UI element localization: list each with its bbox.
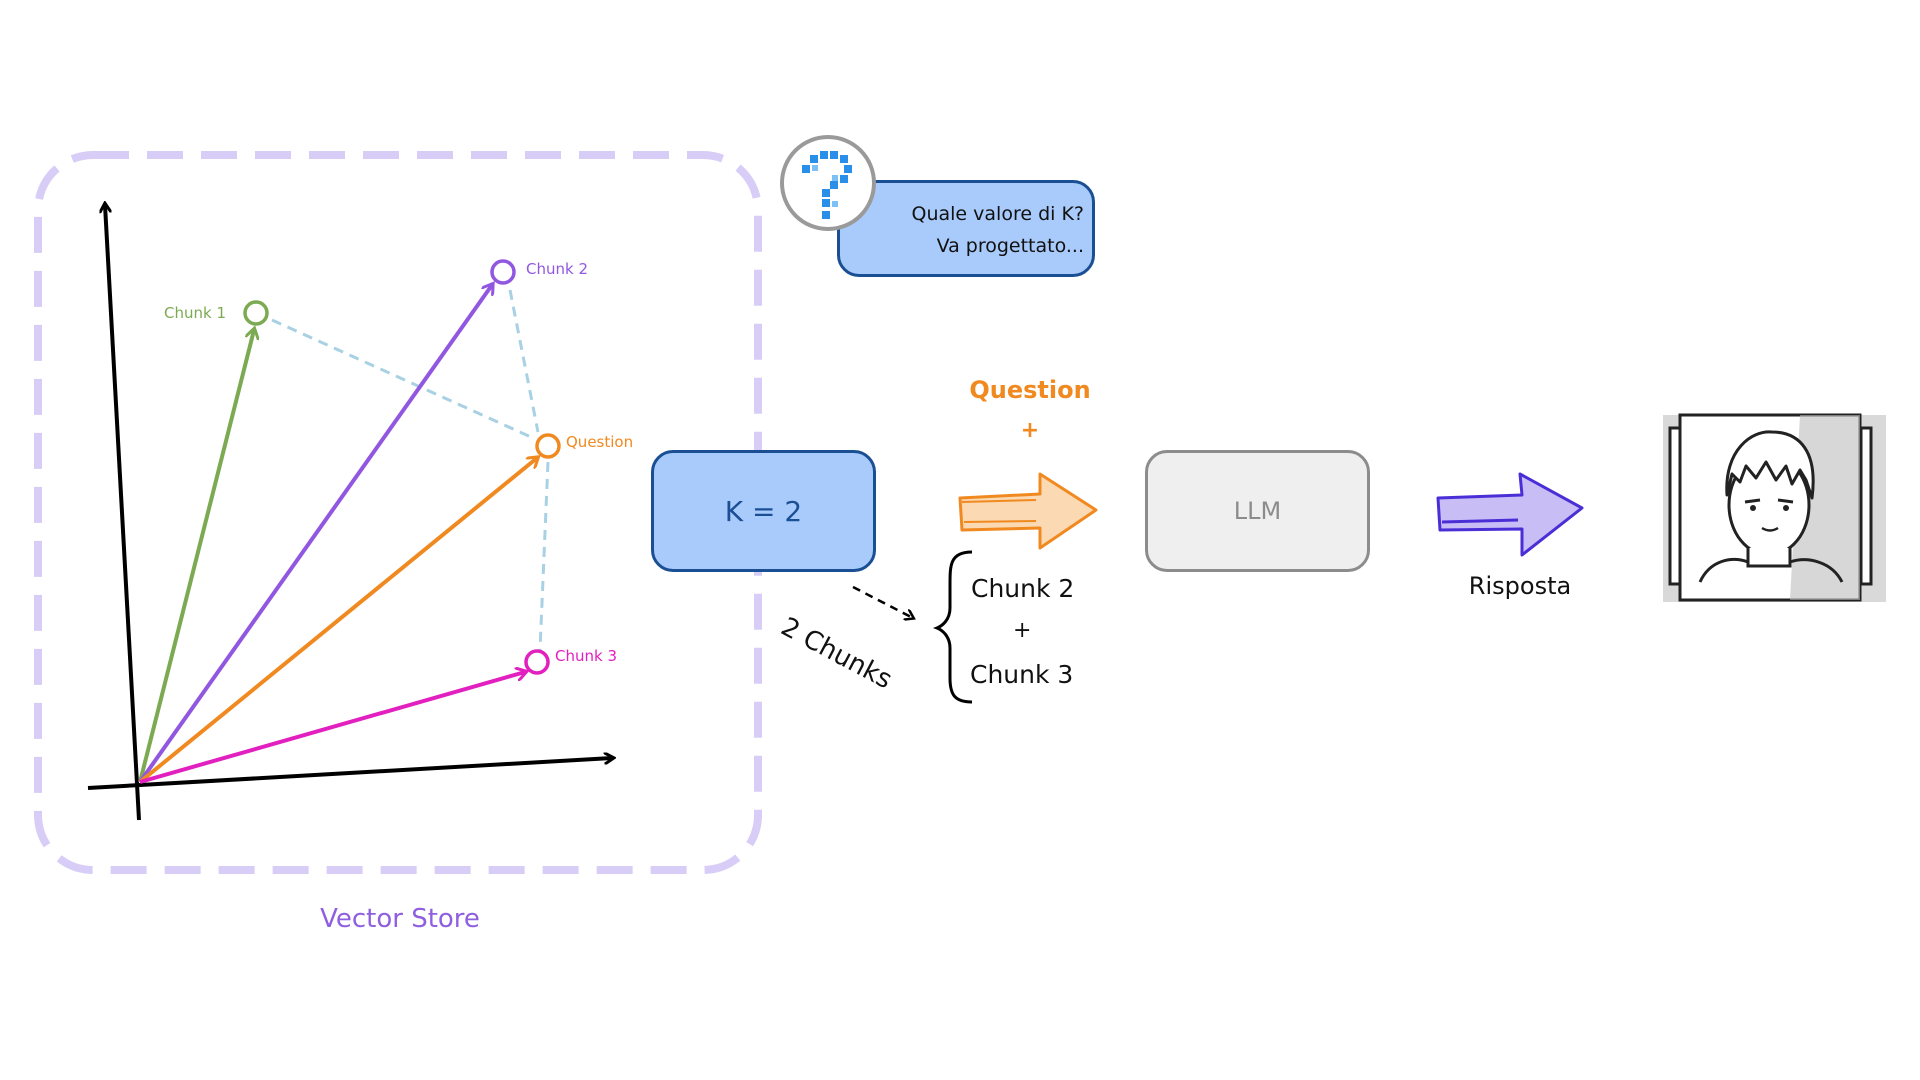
vector-store-label: Vector Store [320,904,480,934]
two-chunks-arrow [852,585,913,618]
link-chunk2-question [508,289,540,433]
link-question-chunk3 [538,461,550,651]
y-axis [105,205,141,821]
point-chunk1 [243,300,269,326]
question-bubble: Quale valore di K? Va progettato... [837,180,1095,277]
question-input-label: Question [969,376,1091,404]
k-parameter-box: K = 2 [651,450,876,572]
vector-chunk2 [138,285,492,784]
orange-arrow-icon [958,472,1098,550]
chunk-list-plus: + [1013,618,1032,643]
purple-arrow-icon [1436,472,1584,557]
point-chunk3 [524,649,550,675]
vector-chunk1 [138,330,254,783]
label-chunk3: Chunk 3 [555,647,617,665]
user-avatar-icon [1663,413,1886,602]
vector-question [138,458,537,784]
bubble-line-2: Va progettato... [936,235,1084,257]
chunk-list-item: Chunk 2 [971,574,1075,603]
label-chunk1: Chunk 1 [164,304,226,322]
bubble-line-1: Quale valore di K? [911,203,1084,225]
label-question: Question [566,433,633,451]
vector-chunk3 [139,672,525,784]
label-chunk2: Chunk 2 [526,260,588,278]
chunk-list-item: Chunk 3 [970,660,1074,689]
point-question [535,433,561,459]
llm-box: LLM [1145,450,1370,572]
link-chunk1-question [271,318,534,440]
answer-label: Risposta [1468,572,1572,600]
question-plus: + [1020,418,1040,443]
x-axis [87,758,612,790]
curly-brace [932,550,973,704]
question-mark-icon [780,135,876,231]
point-chunk2 [490,259,516,285]
